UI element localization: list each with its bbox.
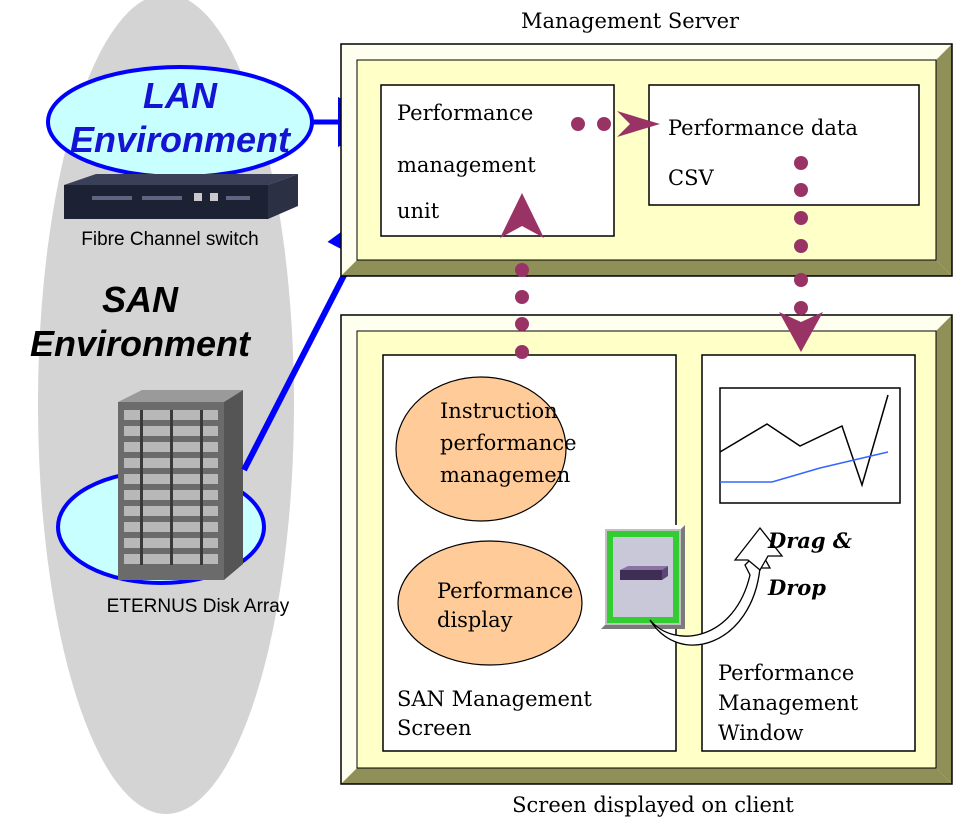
- drag-drop-line-2: Drop: [767, 575, 826, 600]
- instruction-line-3: managemen: [440, 463, 570, 487]
- perf-unit-line-3: unit: [397, 199, 440, 223]
- perf-data-line-2: CSV: [668, 166, 714, 190]
- performance-graph: [719, 387, 901, 504]
- dragged-device-thumbnail: [601, 525, 685, 629]
- csv-to-window-dotted-arrow: [779, 156, 823, 352]
- san-screen-line-1: SAN Management: [397, 687, 592, 711]
- performance-display-bubble: [397, 540, 583, 666]
- display-line-2: display: [437, 608, 513, 632]
- perf-unit-line-1: Performance: [397, 101, 533, 125]
- graph-blue-line: [720, 451, 889, 483]
- switch-thumbnail-icon: [620, 566, 668, 580]
- instruction-bubble: [395, 376, 567, 522]
- san-screen-line-2: Screen: [397, 716, 472, 740]
- instruction-line-1: Instruction: [440, 399, 558, 423]
- fibre-channel-switch-icon: [64, 174, 298, 219]
- display-line-1: Performance: [437, 579, 573, 603]
- graph-black-line: [719, 394, 889, 488]
- performance-management-unit-box: [380, 84, 615, 237]
- lan-label: LAN: [143, 75, 218, 116]
- lan-environment-label: Environment: [70, 119, 292, 160]
- eternus-disk-array-label: ETERNUS Disk Array: [107, 596, 290, 617]
- perf-unit-line-2: management: [397, 153, 536, 177]
- fibre-channel-switch-label: Fibre Channel switch: [81, 229, 258, 250]
- eternus-disk-array-icon: [118, 390, 243, 580]
- san-label: SAN: [102, 279, 179, 320]
- unit-to-csv-dotted-arrow: [571, 111, 660, 137]
- san-environment-label: Environment: [30, 323, 252, 364]
- instruction-line-2: performance: [440, 431, 577, 455]
- drag-drop-arrow-head: [733, 526, 784, 571]
- performance-data-csv-box: [648, 84, 920, 206]
- drag-drop-line-1: Drag &: [767, 528, 852, 553]
- screen-to-unit-dotted-arrow: [500, 193, 544, 359]
- perf-window-line-3: Window: [718, 721, 804, 745]
- perf-window-line-2: Management: [718, 691, 859, 715]
- management-server-title: Management Server: [521, 9, 740, 33]
- client-screen-title: Screen displayed on client: [512, 793, 794, 817]
- perf-data-line-1: Performance data: [668, 116, 858, 140]
- perf-window-line-1: Performance: [718, 661, 854, 685]
